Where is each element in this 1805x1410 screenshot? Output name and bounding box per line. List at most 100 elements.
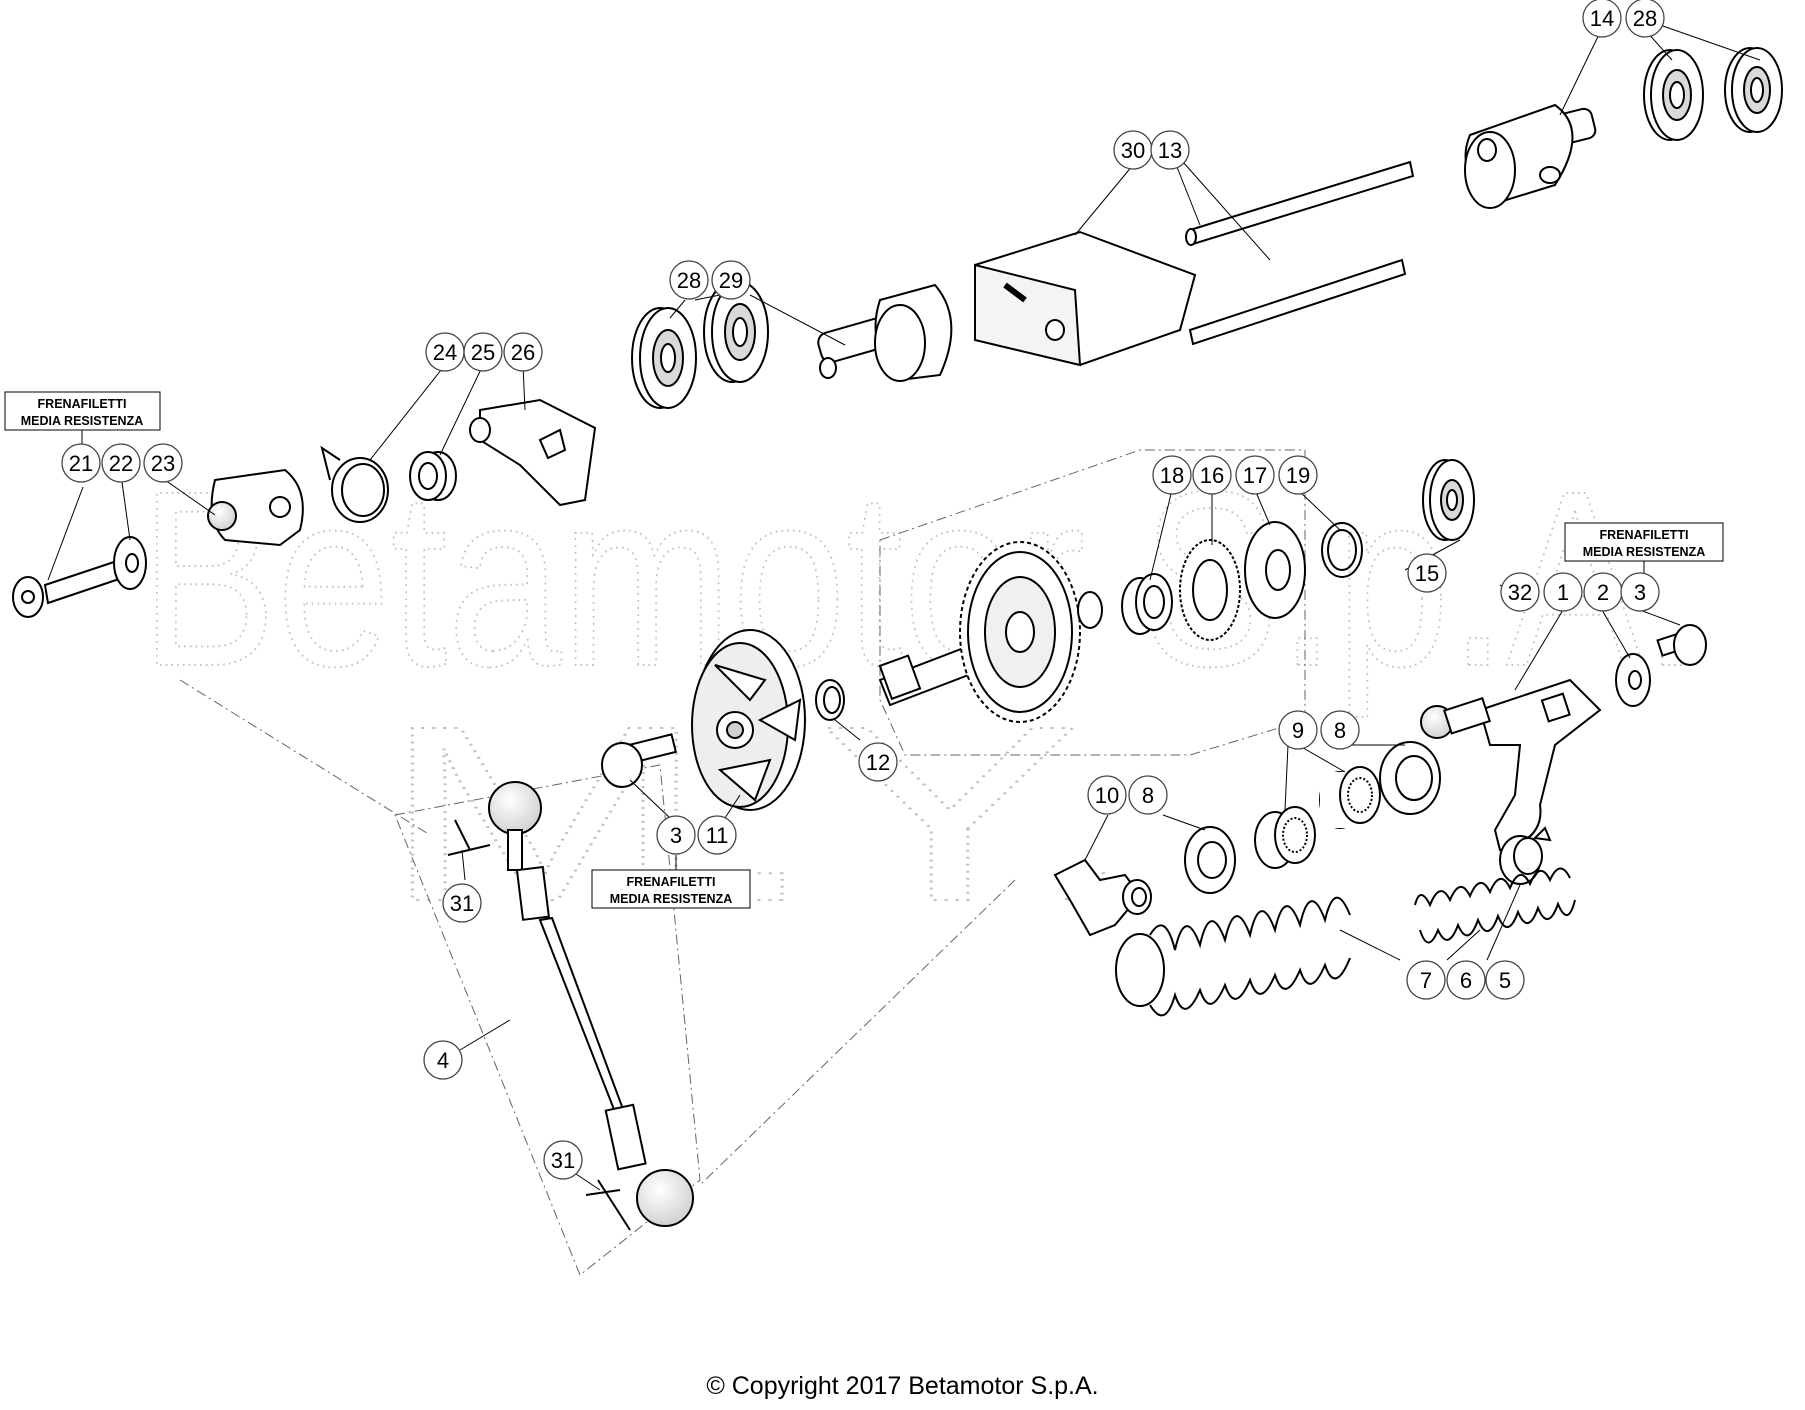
callout-circle — [543, 1140, 583, 1180]
callout-11: 11 — [697, 815, 737, 855]
group-outlines — [179, 449, 1306, 1276]
leader-line-rod — [179, 679, 431, 836]
washer-22 — [113, 536, 147, 590]
bearing-28-top-a — [1643, 49, 1704, 141]
callout-circle — [101, 443, 141, 483]
callout-30: 30 — [1113, 130, 1153, 170]
callout-29: 29 — [711, 260, 751, 300]
callout-circle — [711, 260, 751, 300]
callout-9: 9 — [1278, 710, 1318, 750]
callout-23: 23 — [143, 443, 183, 483]
callout-label: 8 — [1334, 718, 1346, 743]
note-right-line1: FRENAFILETTI — [1600, 528, 1689, 542]
thrust-bearing-16 — [1179, 539, 1241, 641]
callout-16: 16 — [1192, 455, 1232, 495]
callout-circle — [1500, 572, 1540, 612]
callout-3: 3 — [1620, 572, 1660, 612]
callout-label: 3 — [1634, 580, 1646, 605]
cam-shaft-14 — [1464, 103, 1597, 209]
callout-circle — [1485, 960, 1525, 1000]
callout-circle — [1235, 455, 1275, 495]
callout-label: 5 — [1499, 968, 1511, 993]
callout-label: 15 — [1415, 561, 1439, 586]
callout-28: 28 — [1625, 0, 1665, 38]
callout-label: 6 — [1460, 968, 1472, 993]
callout-31: 31 — [442, 883, 482, 923]
callout-label: 10 — [1095, 783, 1119, 808]
rods-13 — [1185, 160, 1415, 346]
callout-circle — [1582, 0, 1622, 38]
callout-2: 2 — [1583, 572, 1623, 612]
callout-label: 3 — [670, 823, 682, 848]
leader-line-spring — [699, 879, 1016, 1186]
spring-6 — [1414, 867, 1576, 944]
shaft-10 — [1053, 858, 1152, 937]
callout-label: 17 — [1243, 463, 1267, 488]
callout-label: 31 — [450, 891, 474, 916]
callout-label: 32 — [1508, 580, 1532, 605]
impeller-11 — [691, 629, 806, 811]
callout-circle — [1620, 572, 1660, 612]
callout-25: 25 — [463, 332, 503, 372]
callout-label: 29 — [719, 268, 743, 293]
callout-circle — [503, 332, 543, 372]
callout-label: 28 — [677, 268, 701, 293]
cam-drum-left — [817, 283, 953, 382]
washer-8-right — [1379, 741, 1441, 815]
callout-circle — [1543, 572, 1583, 612]
note-bottom: FRENAFILETTI MEDIA RESISTENZA — [591, 855, 751, 909]
callout-circle — [1150, 130, 1190, 170]
callout-circle — [1446, 960, 1486, 1000]
callout-circle — [669, 260, 709, 300]
callout-label: 19 — [1286, 463, 1310, 488]
spring-24 — [320, 445, 389, 523]
callout-5: 5 — [1485, 960, 1525, 1000]
collar-5 — [1499, 826, 1552, 885]
callout-3: 3 — [656, 815, 696, 855]
callout-31: 31 — [543, 1140, 583, 1180]
callout-circle — [656, 815, 696, 855]
callout-label: 7 — [1420, 968, 1432, 993]
sub-assembly-outline — [879, 449, 1306, 756]
callout-circle — [1087, 775, 1127, 815]
callout-label: 2 — [1597, 580, 1609, 605]
threadlocker-notes: FRENAFILETTI MEDIA RESISTENZA FRENAFILET… — [4, 391, 1724, 909]
note-left-line1: FRENAFILETTI — [38, 397, 127, 411]
callout-circle — [1407, 553, 1447, 593]
callout-7: 7 — [1406, 960, 1446, 1000]
callout-13: 13 — [1150, 130, 1190, 170]
callout-label: 22 — [109, 451, 133, 476]
callout-circle — [697, 815, 737, 855]
copyright-notice: © Copyright 2017 Betamotor S.p.A. — [706, 1372, 1099, 1400]
needle-bearing-9 — [1254, 766, 1381, 869]
callout-circle — [858, 742, 898, 782]
bearing-29-mid — [703, 281, 769, 383]
callout-label: 14 — [1590, 6, 1614, 31]
bush-18 — [1121, 573, 1173, 635]
bearing-28-mid — [631, 307, 697, 409]
callout-8: 8 — [1320, 710, 1360, 750]
callout-26: 26 — [503, 332, 543, 372]
callout-label: 9 — [1292, 718, 1304, 743]
parts — [12, 47, 1783, 1231]
callout-24: 24 — [425, 332, 465, 372]
callout-1: 1 — [1543, 572, 1583, 612]
callout-label: 11 — [706, 823, 729, 848]
note-left-line2: MEDIA RESISTENZA — [21, 414, 143, 428]
callout-circle — [1625, 0, 1665, 38]
callout-label: 30 — [1121, 138, 1145, 163]
callout-label: 24 — [433, 340, 457, 365]
callout-19: 19 — [1278, 455, 1318, 495]
callout-label: 31 — [551, 1148, 575, 1173]
note-left: FRENAFILETTI MEDIA RESISTENZA — [4, 391, 161, 450]
callout-12: 12 — [858, 742, 898, 782]
callout-label: 26 — [511, 340, 535, 365]
callout-10: 10 — [1087, 775, 1127, 815]
callout-21: 21 — [61, 443, 101, 483]
callout-circle — [1278, 710, 1318, 750]
lever-23 — [207, 468, 304, 547]
callout-circle — [1128, 775, 1168, 815]
callout-circle — [1152, 455, 1192, 495]
